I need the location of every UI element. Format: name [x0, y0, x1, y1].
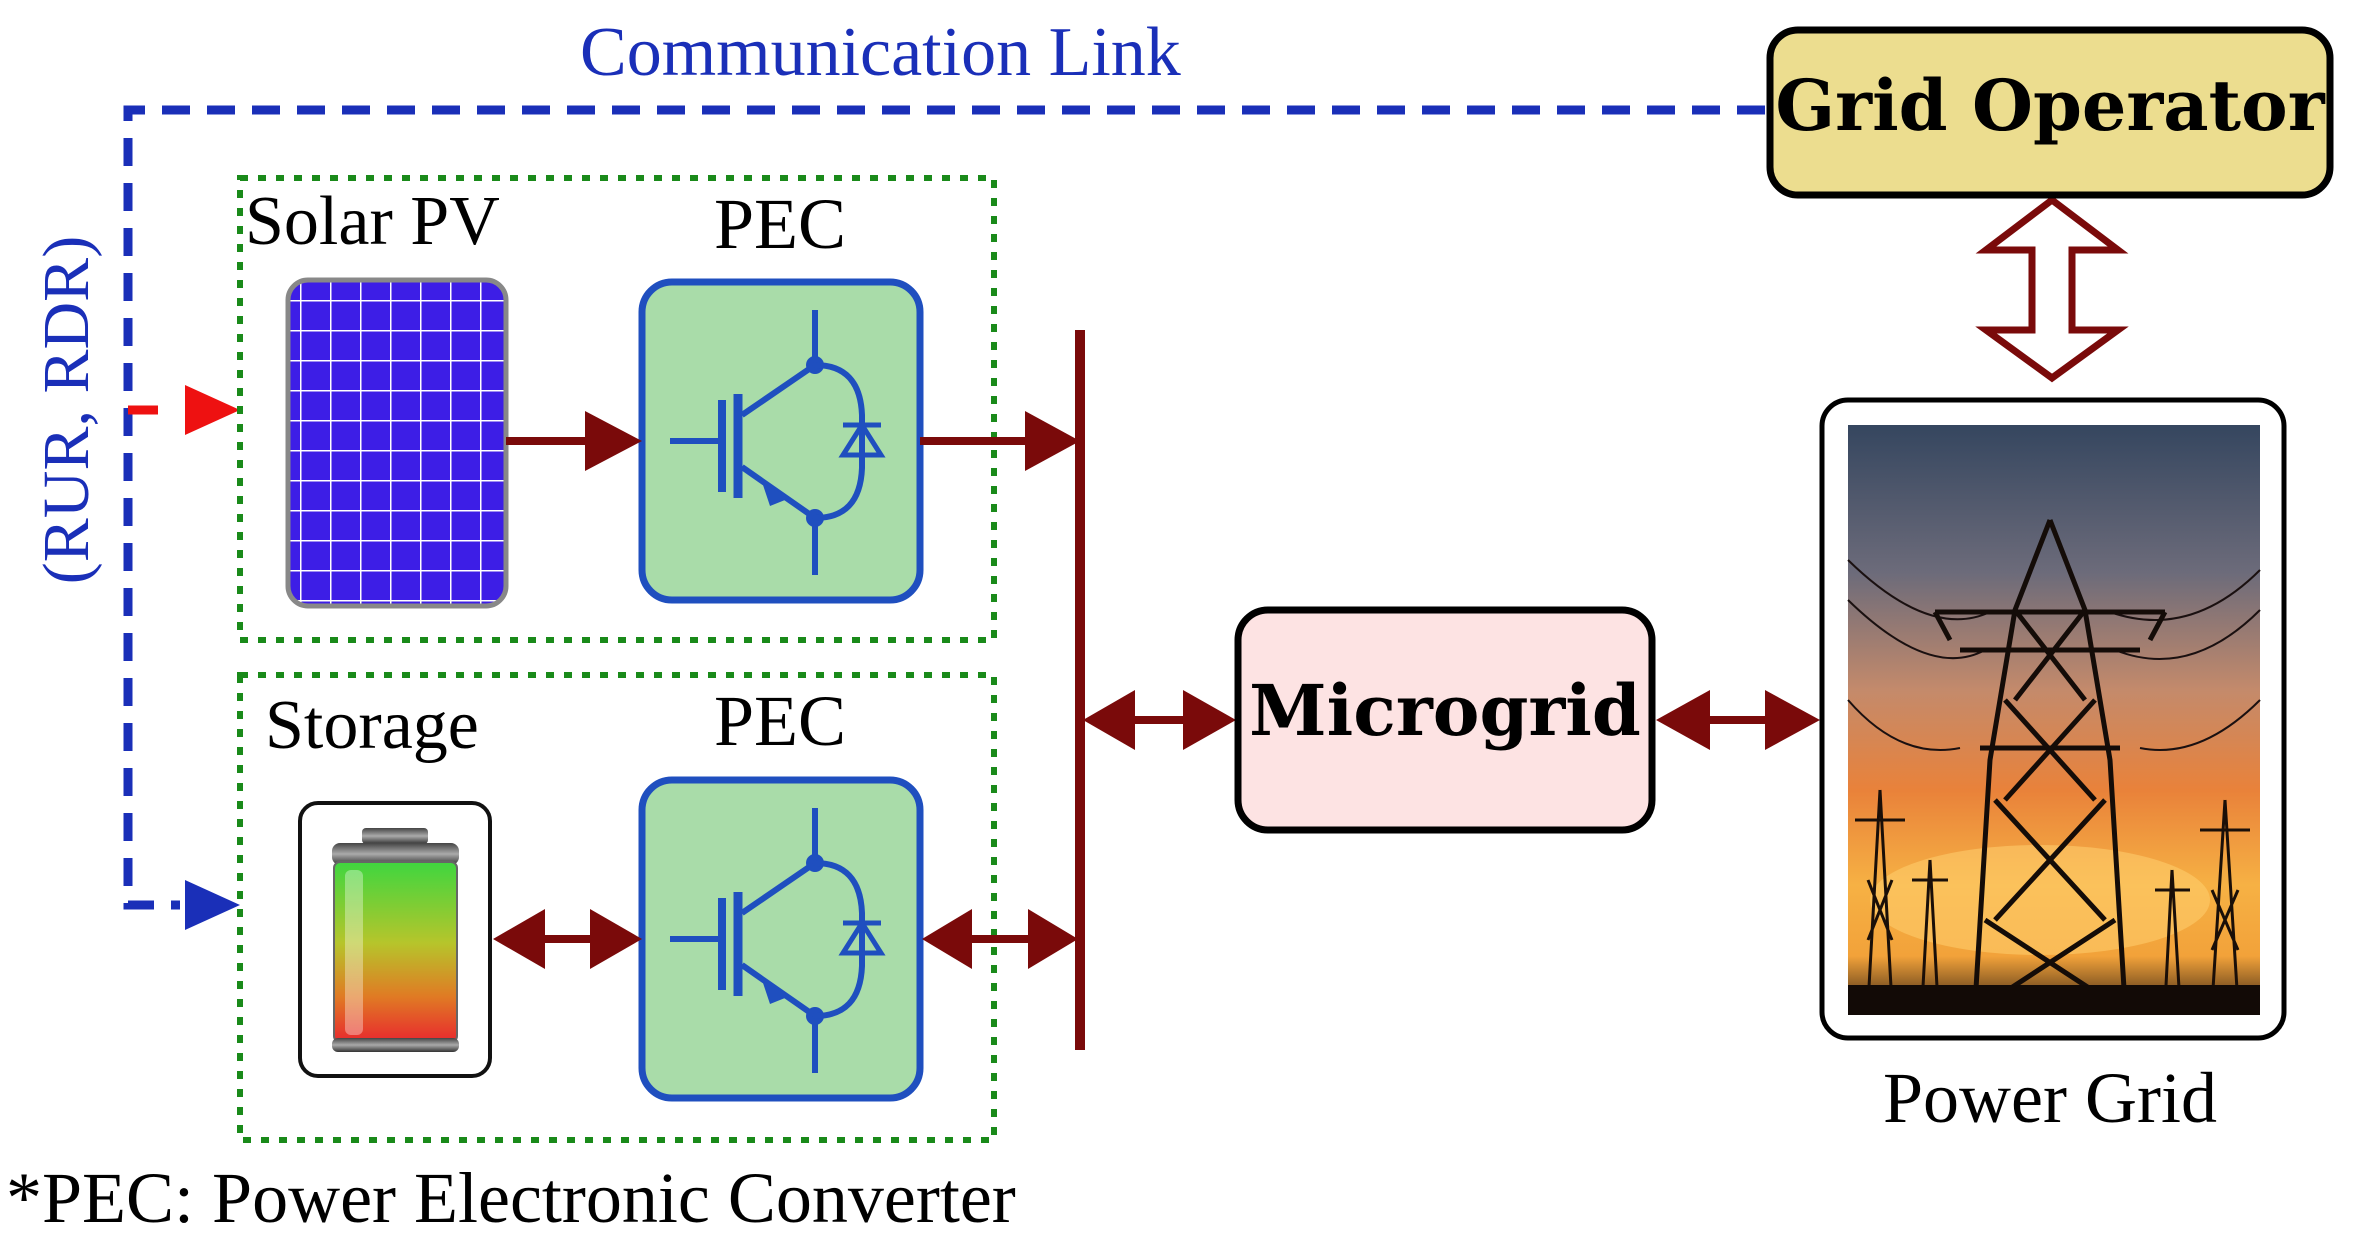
- footnote: *PEC: Power Electronic Converter: [6, 1158, 1016, 1238]
- transmission-tower-icon: [1847, 425, 2261, 1015]
- pec-top-label: PEC: [714, 184, 846, 264]
- communication-link-label: Communication Link: [580, 14, 1181, 91]
- microgrid-box: [1234, 606, 1656, 834]
- pec-bottom-label: PEC: [714, 681, 846, 761]
- pec-bottom-box: [638, 776, 924, 1102]
- storage-signal-arrowhead: [185, 880, 240, 930]
- grid-operator-label: Grid Operator: [1775, 64, 2325, 147]
- solar-group-outline: [237, 175, 997, 643]
- solar-pv-label: Solar PV: [245, 183, 500, 260]
- battery-icon: [298, 801, 492, 1078]
- igbt-switch-icon: [670, 310, 886, 575]
- storage-label: Storage: [265, 687, 479, 764]
- operator-grid-double-arrow: [1975, 195, 2129, 383]
- pec-top-box: [638, 278, 924, 604]
- power-flow-arrows: [493, 330, 1820, 1050]
- power-grid-label: Power Grid: [1883, 1058, 2217, 1138]
- pv-signal-arrowhead: [185, 385, 240, 435]
- solar-panel-icon: [285, 277, 509, 609]
- igbt-switch-icon: [670, 808, 886, 1073]
- microgrid-label: Microgrid: [1249, 669, 1641, 752]
- grid-operator-box: [1766, 26, 2334, 199]
- communication-link: [123, 105, 1765, 930]
- rur-rdr-label: (RUR, RDR): [30, 236, 103, 584]
